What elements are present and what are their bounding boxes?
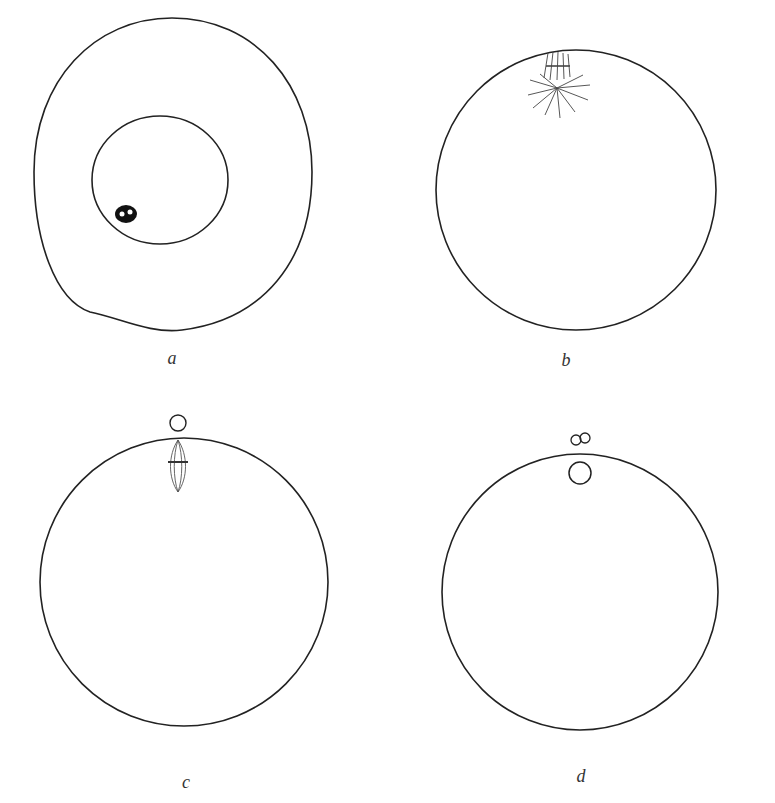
- polar-body: [170, 415, 186, 431]
- egg-cell-outline: [34, 18, 312, 331]
- germinal-vesicle: [92, 116, 228, 244]
- nucleolus: [115, 205, 137, 223]
- polar-body: [571, 435, 581, 445]
- spindle-aster: [528, 52, 590, 118]
- egg-cell-outline: [40, 438, 328, 726]
- polar-body: [580, 433, 590, 443]
- figure-letter: b: [562, 351, 571, 369]
- spindle: [168, 440, 188, 492]
- figure-letter: a: [168, 349, 177, 367]
- figure-letter: c: [182, 773, 190, 791]
- figure-letter: d: [577, 767, 586, 785]
- pronucleus: [569, 462, 591, 484]
- egg-cell-outline: [442, 454, 718, 730]
- egg-cell-outline: [436, 50, 716, 330]
